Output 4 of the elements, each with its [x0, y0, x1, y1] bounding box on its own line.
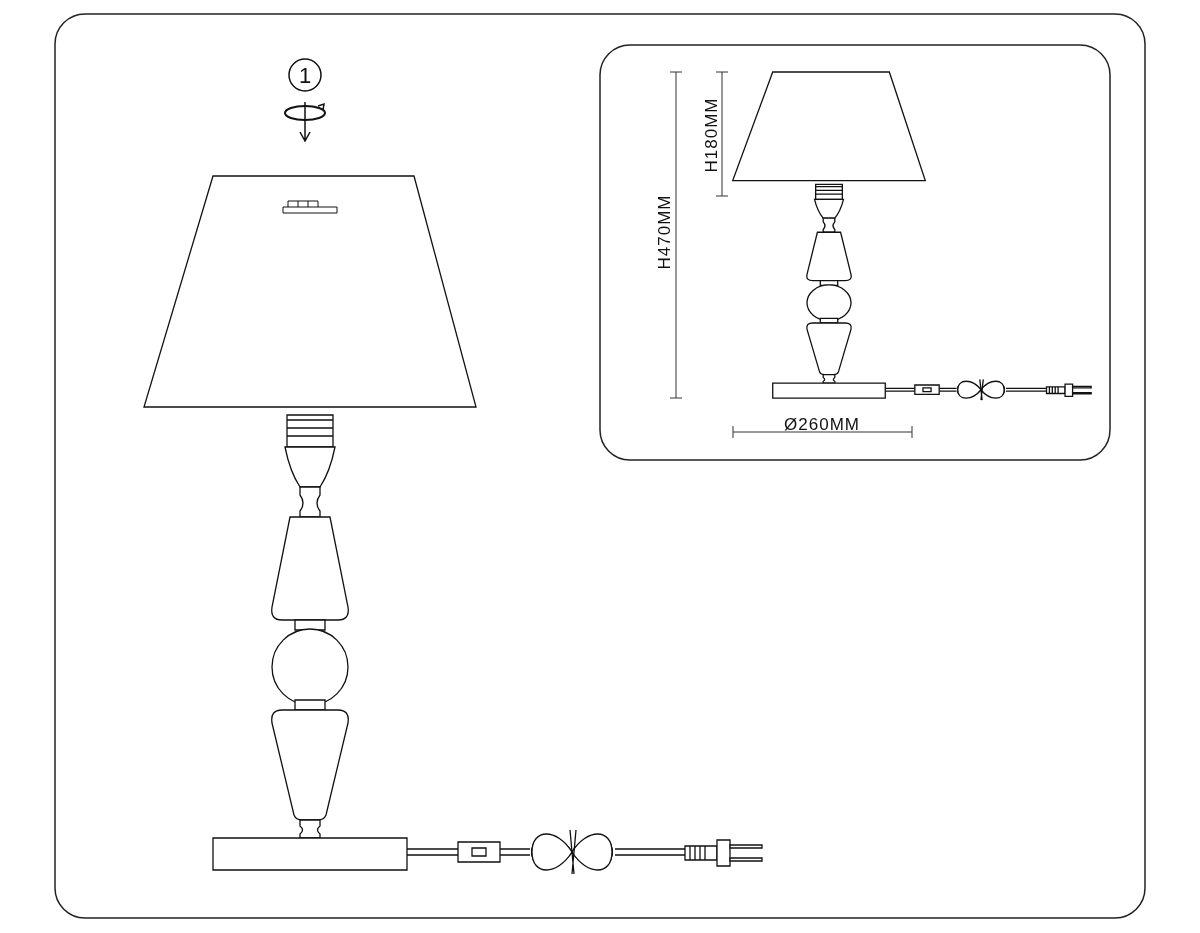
dimension-label: Ø260MM [784, 415, 860, 433]
dimension-label: H180MM [702, 97, 720, 173]
callout-number: 1 [298, 65, 312, 87]
dimension-label: H470MM [655, 194, 673, 270]
